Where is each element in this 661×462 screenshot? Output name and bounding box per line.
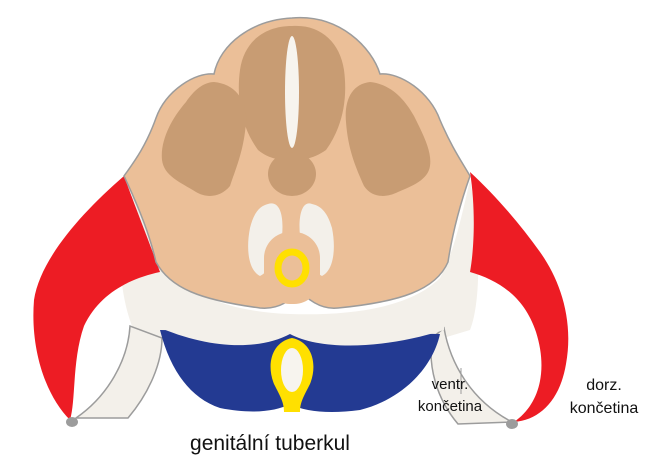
dorsal-limb-label-line1: dorz. — [548, 374, 660, 397]
limb-tip-right — [506, 419, 518, 429]
neural-canal-bulb — [268, 152, 316, 196]
limb-tip-left — [66, 417, 78, 427]
genital-tubercle-label: genitální tuberkul — [0, 432, 540, 456]
ventral-limb-label-line2: končetina — [380, 396, 520, 418]
dorsal-limb-label: dorz. končetina — [548, 374, 660, 420]
dorsal-limb-label-line2: končetina — [548, 397, 660, 420]
central-canal — [285, 36, 299, 148]
notochord-body — [264, 232, 320, 304]
ventral-limb-label: ventr. končetina — [380, 374, 520, 418]
ventral-limb-outline-left — [76, 326, 162, 418]
genital-tubercle-core — [281, 348, 303, 392]
ventral-limb-label-line1: ventr. — [380, 374, 520, 396]
